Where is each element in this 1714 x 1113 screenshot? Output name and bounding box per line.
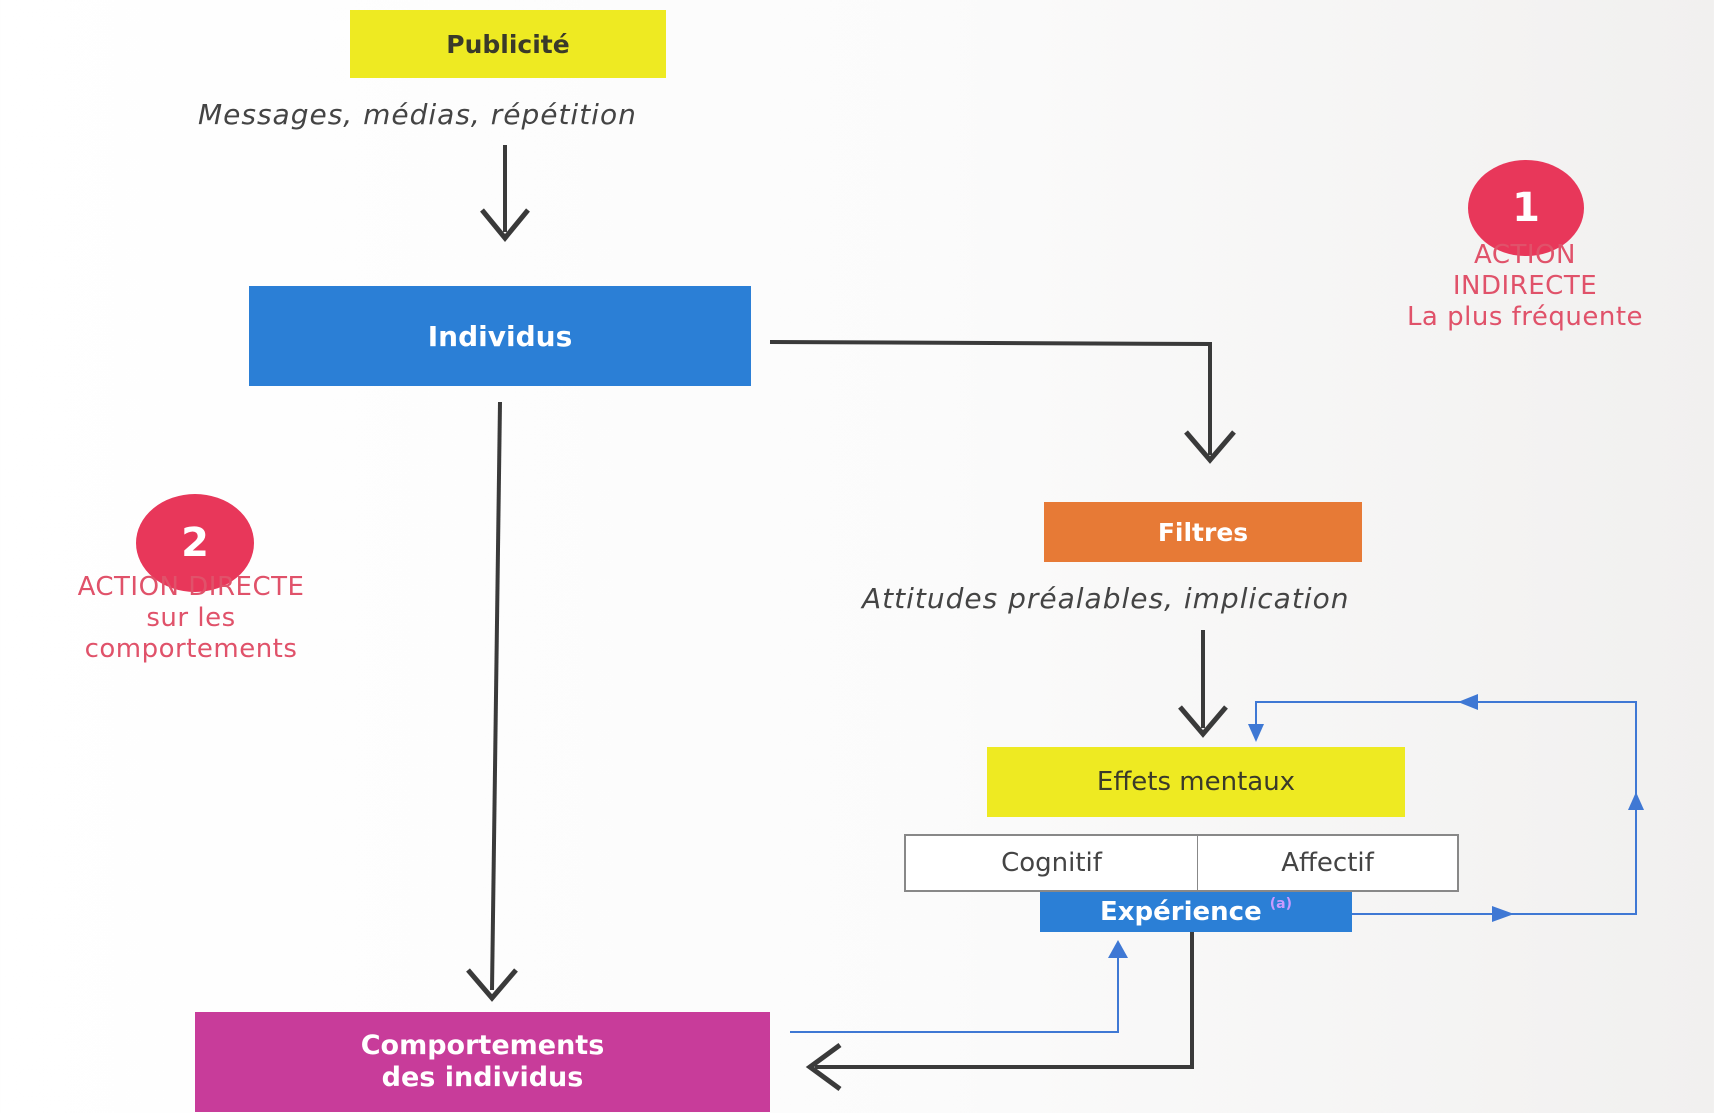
action-2-line1: ACTION DIRECTE bbox=[77, 572, 305, 602]
affectif-box: Affectif bbox=[1197, 834, 1459, 892]
individus-box: Individus bbox=[249, 286, 751, 386]
action-1-badge: 1 bbox=[1468, 160, 1584, 256]
publicite-box: Publicité bbox=[350, 10, 666, 78]
comportements-box: Comportements des individus bbox=[195, 1012, 770, 1112]
filtres-caption: Attitudes préalables, implication bbox=[862, 582, 1350, 615]
action-2-text: ACTION DIRECTE sur les comportements bbox=[6, 572, 376, 665]
effets-mentaux-label: Effets mentaux bbox=[1096, 767, 1296, 797]
action-1-line2: INDIRECTE bbox=[1452, 271, 1598, 301]
arrow-individus-comportements bbox=[466, 401, 518, 1002]
feedback-experience-loop bbox=[1248, 694, 1644, 922]
cognitif-label: Cognitif bbox=[1001, 848, 1102, 878]
action-2-line3: comportements bbox=[84, 634, 298, 664]
action-1-number: 1 bbox=[1512, 185, 1540, 231]
experience-box: Expérience (a) bbox=[1040, 892, 1352, 932]
effets-mentaux-box: Effets mentaux bbox=[987, 747, 1405, 817]
arrow-filtres-effets bbox=[1178, 630, 1228, 738]
action-1-text: ACTION INDIRECTE La plus fréquente bbox=[1330, 240, 1714, 333]
publicite-label: Publicité bbox=[446, 29, 570, 59]
cognitif-box: Cognitif bbox=[904, 834, 1198, 892]
arrow-publicite-individus bbox=[480, 145, 530, 242]
action-1-line3: La plus fréquente bbox=[1406, 302, 1644, 332]
filtres-label: Filtres bbox=[1157, 517, 1249, 547]
experience-note: (a) bbox=[1269, 896, 1292, 912]
action-2-number: 2 bbox=[181, 520, 209, 566]
feedback-comportements-experience bbox=[790, 940, 1128, 1033]
comportements-line1: Comportements bbox=[360, 1030, 605, 1061]
action-1-line1: ACTION bbox=[1474, 240, 1576, 270]
affectif-label: Affectif bbox=[1281, 848, 1374, 878]
action-2-line2: sur les bbox=[146, 603, 236, 633]
experience-label: Expérience bbox=[1100, 897, 1262, 927]
arrow-experience-comportements bbox=[805, 932, 1194, 1092]
filtres-box: Filtres bbox=[1044, 502, 1362, 562]
comportements-line2: des individus bbox=[381, 1062, 584, 1093]
individus-label: Individus bbox=[427, 319, 573, 353]
action-2-badge: 2 bbox=[136, 494, 254, 592]
arrow-individus-filtres bbox=[769, 340, 1236, 464]
publicite-caption: Messages, médias, répétition bbox=[198, 98, 637, 131]
